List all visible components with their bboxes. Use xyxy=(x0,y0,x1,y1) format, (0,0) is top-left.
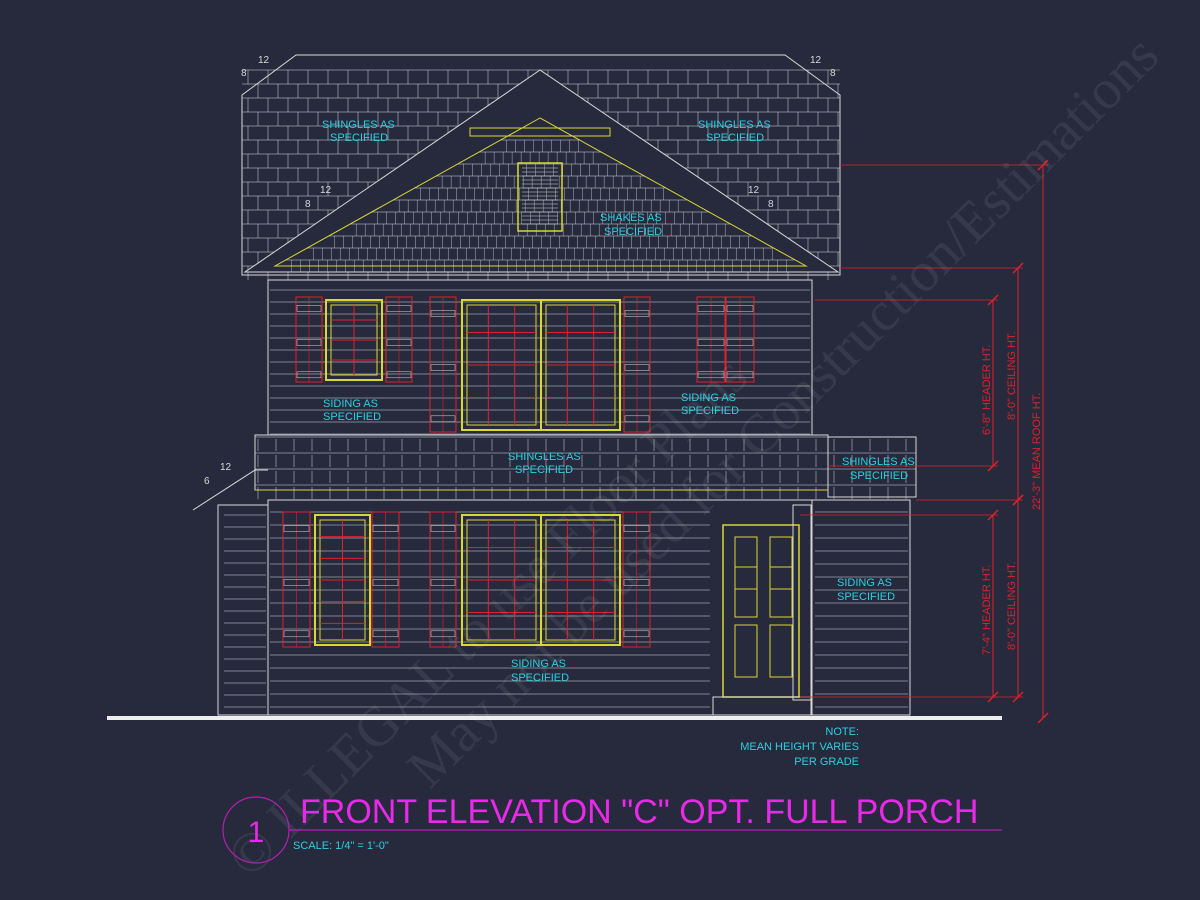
upper-right-siding-label-1: SIDING AS xyxy=(681,392,736,404)
porch-siding-label-2: SPECIFIED xyxy=(837,591,895,603)
shutter-batten xyxy=(726,371,754,379)
lower-header-dim: 7'-4" HEADER HT. xyxy=(981,565,993,655)
lean-to-roof xyxy=(192,469,268,511)
door-panel xyxy=(734,566,758,618)
upper-left-siding-label-1: SIDING AS xyxy=(323,398,378,410)
door-panel xyxy=(734,624,758,678)
upper-left-siding-label-2: SPECIFIED xyxy=(323,411,381,423)
band-shingles-label-2: SPECIFIED xyxy=(515,464,573,476)
lower-small-window xyxy=(314,514,371,646)
porch-column xyxy=(792,504,812,701)
dimension-tick xyxy=(1037,712,1049,724)
shutter-batten xyxy=(386,305,412,312)
door-panel xyxy=(769,536,793,590)
note-line-2: PER GRADE xyxy=(794,756,859,768)
shutter-batten xyxy=(430,630,456,638)
shutter-batten xyxy=(697,305,725,312)
porch-wall xyxy=(811,499,911,716)
shutter-batten xyxy=(430,364,456,371)
shutter-batten xyxy=(283,579,310,586)
porch-shingles-label-1: SHINGLES AS xyxy=(842,456,915,468)
gable-trim xyxy=(469,127,611,137)
upper-right-siding-label-2: SPECIFIED xyxy=(681,405,739,417)
pitch-rise: 8 xyxy=(830,68,836,79)
door-panel xyxy=(769,624,793,678)
dimension-labels: 6'-8" HEADER HT. 8'-0" CEILING HT. 7'-4"… xyxy=(981,331,1043,655)
roof-right-label-1: SHINGLES AS xyxy=(698,119,771,131)
grade-note: NOTE: MEAN HEIGHT VARIES PER GRADE xyxy=(740,726,859,768)
shutter-batten xyxy=(430,310,456,317)
shutter-batten xyxy=(296,371,322,379)
shutter-batten xyxy=(386,371,412,379)
shutter-batten xyxy=(430,525,456,532)
shutter-batten xyxy=(624,415,650,423)
shutter-batten xyxy=(697,339,725,346)
shutter-batten xyxy=(623,525,650,532)
shutter-batten xyxy=(372,630,399,638)
pitch-run: 12 xyxy=(810,55,822,66)
pitch-rise: 8 xyxy=(768,199,774,210)
shutter-batten xyxy=(726,339,754,346)
pitch-run: 12 xyxy=(320,185,332,196)
drawing-title: FRONT ELEVATION "C" OPT. FULL PORCH xyxy=(300,793,978,831)
lower-double-window-right xyxy=(540,514,621,646)
gable-inner xyxy=(273,117,808,267)
porch-siding-label-1: SIDING AS xyxy=(837,577,892,589)
gable-label-1: SHAKES AS xyxy=(600,212,662,224)
shutter-batten xyxy=(430,415,456,423)
pitch-run: 12 xyxy=(258,55,270,66)
upper-header-dim: 6'-8" HEADER HT. xyxy=(981,345,993,435)
roof-left-label-1: SHINGLES AS xyxy=(322,119,395,131)
gable-label-2: SPECIFIED xyxy=(604,226,662,238)
gable xyxy=(243,69,840,273)
shutter-batten xyxy=(372,579,399,586)
lower-siding-label-1: SIDING AS xyxy=(511,658,566,670)
door-panel xyxy=(734,536,758,590)
shutter-batten xyxy=(726,305,754,312)
pitch-run: 12 xyxy=(220,462,232,473)
shutter-batten xyxy=(430,579,456,586)
band-shingles-label-1: SHINGLES AS xyxy=(508,451,581,463)
lower-siding-label-2: SPECIFIED xyxy=(511,672,569,684)
drawing-scale: SCALE: 1/4" = 1'-0" xyxy=(293,840,389,852)
detail-number: 1 xyxy=(248,816,265,849)
mean-roof-dim: 22'-3" MEAN ROOF HT. xyxy=(1031,393,1043,510)
shutter-batten xyxy=(697,371,725,379)
upper-ceiling-dim: 8'-0" CEILING HT. xyxy=(1006,331,1018,420)
porch-step xyxy=(712,696,812,716)
shutter-batten xyxy=(372,525,399,532)
front-door xyxy=(722,524,800,698)
note-heading: NOTE: xyxy=(825,726,859,738)
upper-small-window xyxy=(325,299,383,381)
shutter-batten xyxy=(623,630,650,638)
pitch-rise: 6 xyxy=(204,476,210,487)
callout-labels: SHINGLES AS SPECIFIED SHINGLES AS SPECIF… xyxy=(322,119,915,684)
lean-to-wall xyxy=(217,504,269,716)
shutter-batten xyxy=(624,364,650,371)
note-line-1: MEAN HEIGHT VARIES xyxy=(740,741,859,753)
shutter-batten xyxy=(296,305,322,312)
gable-vent xyxy=(517,162,563,232)
shutter-batten xyxy=(623,579,650,586)
roof-right-label-2: SPECIFIED xyxy=(706,132,764,144)
drawing-linework xyxy=(107,54,1049,724)
shutter-batten xyxy=(386,339,412,346)
roof-left-label-2: SPECIFIED xyxy=(330,132,388,144)
main-roof xyxy=(241,54,841,276)
shutter-batten xyxy=(283,525,310,532)
shutter-batten xyxy=(624,310,650,317)
pitch-rise: 8 xyxy=(241,68,247,79)
shutter-batten xyxy=(283,630,310,638)
shutter-batten xyxy=(296,339,322,346)
upper-double-window-right xyxy=(540,299,621,431)
pitch-symbols: 12 8 12 8 12 8 12 8 12 6 xyxy=(204,55,836,487)
lower-ceiling-dim: 8'-0" CEILING HT. xyxy=(1006,561,1018,650)
pitch-rise: 8 xyxy=(305,199,311,210)
door-panel xyxy=(769,566,793,618)
title-block: 1 FRONT ELEVATION "C" OPT. FULL PORCH SC… xyxy=(222,793,1002,864)
pitch-run: 12 xyxy=(748,185,760,196)
porch-shingles-label-2: SPECIFIED xyxy=(850,470,908,482)
